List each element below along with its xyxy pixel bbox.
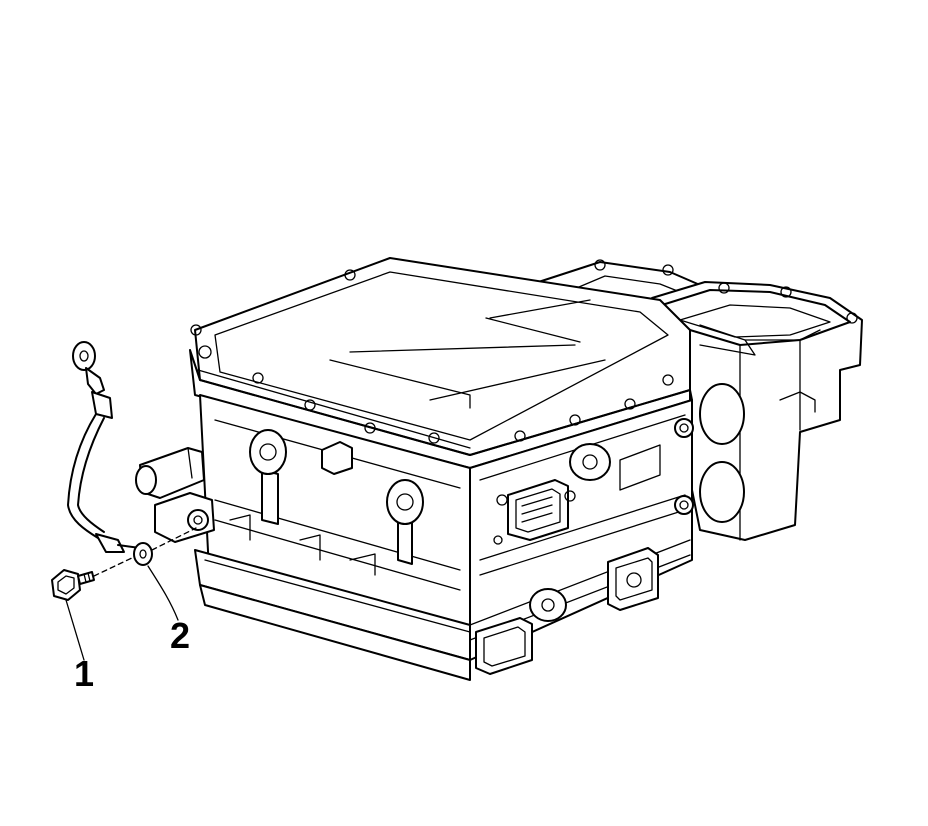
inverter-body	[189, 257, 694, 681]
bolt	[51, 555, 137, 601]
coolant-pipe	[135, 447, 205, 499]
mounting-bracket	[154, 492, 215, 543]
callout-label-2: 2	[170, 615, 191, 656]
ground-strap	[67, 341, 141, 553]
callout-label-1: 1	[74, 653, 95, 694]
coolant-housing	[649, 281, 863, 541]
washer	[133, 527, 197, 566]
leader-lines	[65, 565, 179, 661]
